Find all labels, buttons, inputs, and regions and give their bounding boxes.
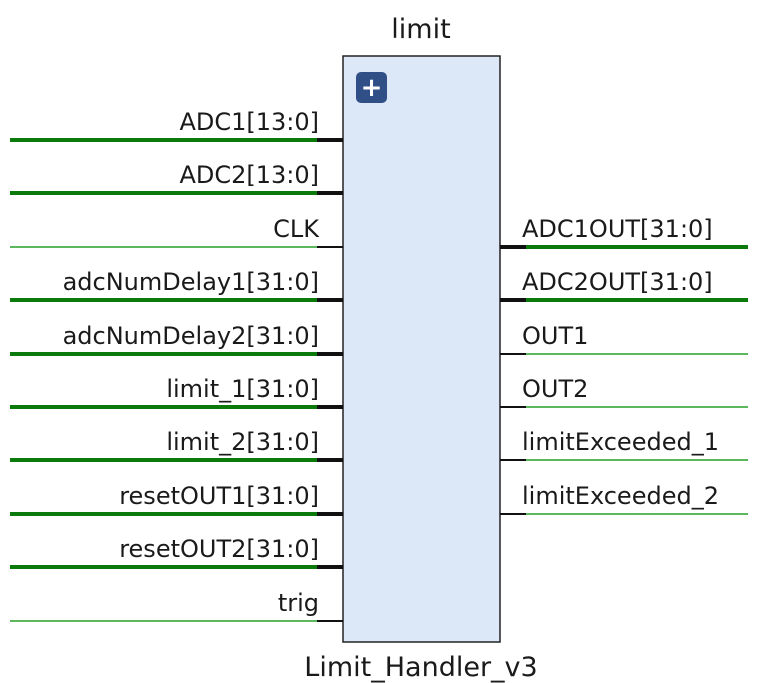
input-ports: ADC1[13:0] ADC2[13:0] CLK adcNumDelay1[31:0… <box>10 108 343 622</box>
output-port-label-adc1out: ADC1OUT[31:0] <box>522 215 713 243</box>
input-port-label-resetout1: resetOUT1[31:0] <box>119 482 319 510</box>
instance-name: limit <box>391 14 450 45</box>
module-block[interactable] <box>342 55 501 643</box>
output-port-label-adc2out: ADC2OUT[31:0] <box>522 268 713 296</box>
output-port-label-out1: OUT1 <box>522 322 588 350</box>
input-port-label-trig: trig <box>278 589 319 617</box>
input-port-label-adcnumdelay1: adcNumDelay1[31:0] <box>63 268 319 296</box>
output-port-label-out2: OUT2 <box>522 375 588 403</box>
plus-icon[interactable]: + <box>361 73 383 103</box>
input-port-label-limit-2: limit_2[31:0] <box>166 428 319 456</box>
input-port-label-resetout2: resetOUT2[31:0] <box>119 535 319 563</box>
expand-button-background[interactable] <box>356 72 387 103</box>
input-port-label-clk: CLK <box>273 215 320 243</box>
input-port-label-adc1: ADC1[13:0] <box>179 108 319 136</box>
input-port-label-adcnumdelay2: adcNumDelay2[31:0] <box>63 322 319 350</box>
module-name: Limit_Handler_v3 <box>304 652 537 683</box>
output-port-label-limitexceeded-2: limitExceeded_2 <box>522 482 719 510</box>
output-port-label-limitexceeded-1: limitExceeded_1 <box>522 428 719 456</box>
input-port-label-limit-1: limit_1[31:0] <box>166 375 319 403</box>
expand-button[interactable]: + <box>356 72 387 103</box>
input-port-label-adc2: ADC2[13:0] <box>179 161 319 189</box>
